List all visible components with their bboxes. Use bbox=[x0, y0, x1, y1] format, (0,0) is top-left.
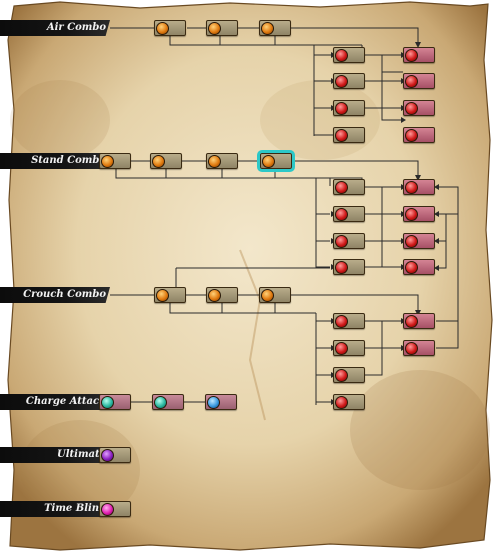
fire-gem-icon bbox=[208, 154, 221, 168]
label-ultimate: Ultimate bbox=[0, 447, 110, 463]
label-crouch-combo: Crouch Combo bbox=[0, 287, 110, 303]
stand-branch-a4[interactable] bbox=[333, 259, 365, 275]
stand-combo-node-3[interactable] bbox=[206, 153, 238, 169]
red-orb-icon bbox=[335, 395, 348, 409]
stand-branch-a3[interactable] bbox=[333, 233, 365, 249]
air-combo-node-2[interactable] bbox=[206, 20, 238, 36]
stand-combo-node-2[interactable] bbox=[150, 153, 182, 169]
crouch-combo-node-3[interactable] bbox=[259, 287, 291, 303]
blue-figure-icon bbox=[207, 395, 220, 409]
fire-gem-icon bbox=[156, 288, 169, 302]
stand-branch-a2[interactable] bbox=[333, 206, 365, 222]
stand-branch-b2[interactable] bbox=[403, 206, 435, 222]
air-branch-b2[interactable] bbox=[403, 73, 435, 89]
fire-gem-icon bbox=[208, 288, 221, 302]
air-branch-a2[interactable] bbox=[333, 73, 365, 89]
fire-gem-icon bbox=[261, 288, 274, 302]
air-branch-b1[interactable] bbox=[403, 47, 435, 63]
fire-gem-icon bbox=[208, 21, 221, 35]
air-branch-b4[interactable] bbox=[403, 127, 435, 143]
crouch-branch-b2[interactable] bbox=[403, 340, 435, 356]
air-branch-a1[interactable] bbox=[333, 47, 365, 63]
red-orb-icon bbox=[335, 180, 348, 194]
red-orb-icon bbox=[335, 207, 348, 221]
label-stand-combo: Stand Combo bbox=[0, 153, 110, 169]
crouch-branch-a1[interactable] bbox=[333, 313, 365, 329]
red-orb-icon bbox=[405, 260, 418, 274]
red-orb-icon bbox=[335, 128, 348, 142]
ultimate-node[interactable] bbox=[99, 447, 131, 463]
time-blink-node[interactable] bbox=[99, 501, 131, 517]
red-orb-icon bbox=[335, 48, 348, 62]
label-time-blink: Time Blink bbox=[0, 501, 110, 517]
charge-attack-node-2[interactable] bbox=[152, 394, 184, 410]
red-orb-icon bbox=[405, 48, 418, 62]
purple-orb-icon bbox=[101, 448, 114, 462]
red-orb-icon bbox=[335, 260, 348, 274]
stand-branch-b1[interactable] bbox=[403, 179, 435, 195]
fire-gem-icon bbox=[101, 154, 114, 168]
fire-gem-icon bbox=[261, 21, 274, 35]
red-orb-icon bbox=[335, 368, 348, 382]
red-orb-icon bbox=[405, 234, 418, 248]
red-orb-icon bbox=[335, 314, 348, 328]
fire-gem-icon bbox=[262, 154, 275, 168]
charge-attack-node-3[interactable] bbox=[205, 394, 237, 410]
stand-branch-b4[interactable] bbox=[403, 259, 435, 275]
label-charge-attack: Charge Attack bbox=[0, 394, 110, 410]
stand-combo-node-4-selected[interactable] bbox=[257, 150, 295, 172]
charge-attack-node-1[interactable] bbox=[99, 394, 131, 410]
stand-branch-a1[interactable] bbox=[333, 179, 365, 195]
red-orb-icon bbox=[405, 341, 418, 355]
crouch-branch-b1[interactable] bbox=[403, 313, 435, 329]
teal-figure-icon bbox=[154, 395, 167, 409]
crouch-combo-node-1[interactable] bbox=[154, 287, 186, 303]
crouch-branch-a4[interactable] bbox=[333, 394, 365, 410]
stand-branch-b3[interactable] bbox=[403, 233, 435, 249]
fire-gem-icon bbox=[156, 21, 169, 35]
air-combo-node-3[interactable] bbox=[259, 20, 291, 36]
air-combo-node-1[interactable] bbox=[154, 20, 186, 36]
red-orb-icon bbox=[405, 314, 418, 328]
connector-lines bbox=[99, 27, 459, 405]
red-orb-icon bbox=[335, 101, 348, 115]
fire-gem-icon bbox=[152, 154, 165, 168]
red-orb-icon bbox=[335, 234, 348, 248]
red-orb-icon bbox=[405, 207, 418, 221]
air-branch-a3[interactable] bbox=[333, 100, 365, 116]
stand-combo-node-1[interactable] bbox=[99, 153, 131, 169]
crouch-branch-a3[interactable] bbox=[333, 367, 365, 383]
red-orb-icon bbox=[405, 180, 418, 194]
crouch-branch-a2[interactable] bbox=[333, 340, 365, 356]
crouch-combo-node-2[interactable] bbox=[206, 287, 238, 303]
red-orb-icon bbox=[405, 101, 418, 115]
red-orb-icon bbox=[335, 341, 348, 355]
teal-figure-icon bbox=[101, 395, 114, 409]
red-orb-icon bbox=[405, 74, 418, 88]
red-orb-icon bbox=[405, 128, 418, 142]
air-branch-a4[interactable] bbox=[333, 127, 365, 143]
label-air-combo: Air Combo bbox=[0, 20, 110, 36]
red-orb-icon bbox=[335, 74, 348, 88]
magenta-orb-icon bbox=[101, 502, 114, 516]
air-branch-b3[interactable] bbox=[403, 100, 435, 116]
